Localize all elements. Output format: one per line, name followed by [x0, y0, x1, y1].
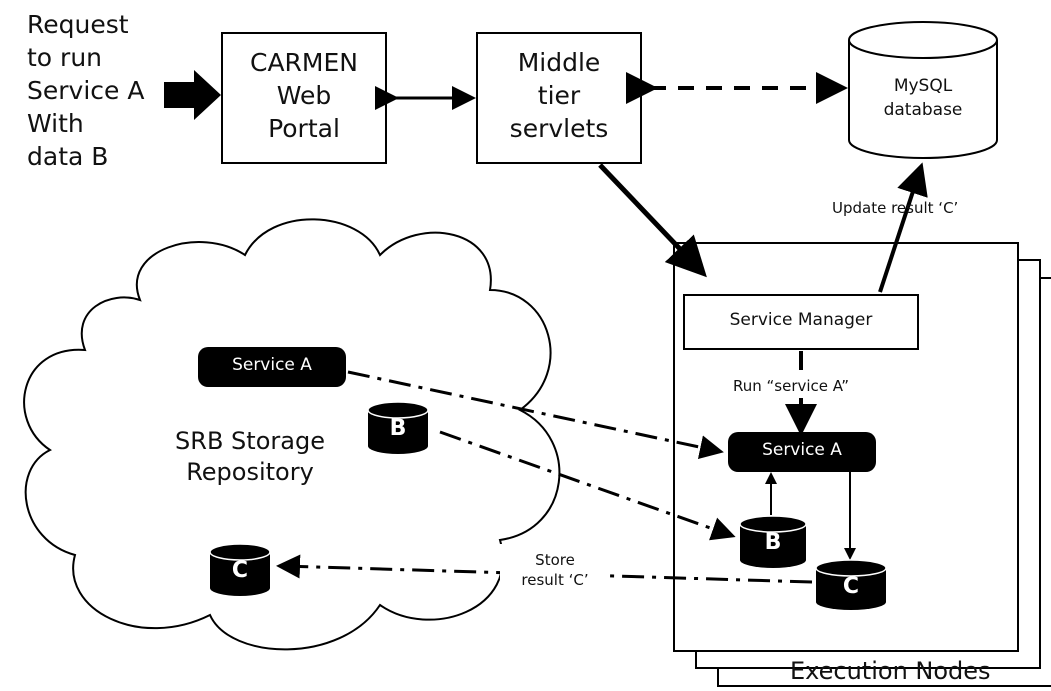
middle-tier-line: servlets	[509, 114, 609, 143]
update-result-label: Update result ‘C’	[832, 199, 959, 217]
srb-cloud	[23, 218, 561, 651]
database-line: database	[883, 100, 963, 120]
store-line: Store	[535, 551, 575, 569]
service-manager-label: Service Manager	[729, 310, 873, 330]
database-line: MySQL	[893, 76, 953, 96]
repository-title: SRB Storage Repository	[150, 426, 350, 488]
node-service-a-pill	[728, 432, 876, 472]
update-result-arrow	[878, 162, 928, 293]
carmen-portal-box	[221, 32, 387, 164]
request-line: Request	[27, 10, 129, 39]
store-result-label: Store result ‘C’	[500, 550, 610, 590]
portal-line: CARMEN	[250, 48, 358, 77]
request-text: Request to run Service A With data B	[27, 8, 144, 173]
repo-service-a-pill	[198, 347, 346, 387]
store-label-bg	[500, 544, 610, 600]
node-b-cylinder	[739, 515, 807, 568]
copy-b-link	[439, 430, 736, 541]
repo-service-a-label: Service A	[232, 355, 312, 375]
execution-nodes-label: Execution Nodes	[790, 657, 991, 685]
node-c-cylinder	[815, 559, 887, 610]
request-line: to run	[27, 43, 103, 72]
middle-tier-label: Middle tier servlets	[477, 46, 641, 145]
middle-tier-line: Middle	[517, 48, 601, 77]
portal-line: Portal	[268, 114, 340, 143]
request-line: data B	[27, 142, 109, 171]
request-arrow	[164, 70, 221, 120]
database-label: MySQL database	[849, 74, 997, 122]
node-service-a-label: Service A	[762, 440, 842, 460]
node-b-label: B	[764, 530, 782, 555]
service-manager-box	[683, 294, 919, 350]
request-line: Service A	[27, 76, 145, 105]
portal-label: CARMEN Web Portal	[222, 46, 386, 145]
copy-service-link	[347, 370, 724, 459]
repo-c-label: C	[231, 558, 249, 583]
middle-to-manager-arrow	[598, 163, 707, 278]
request-line: With	[27, 109, 84, 138]
repo-b-cylinder	[367, 401, 429, 454]
repo-c-cylinder	[209, 543, 271, 596]
repository-line: Repository	[186, 458, 314, 486]
node-c-label: C	[842, 574, 860, 599]
repository-line: SRB Storage	[175, 427, 325, 455]
middle-tier-line: tier	[537, 81, 581, 110]
store-line: result ‘C’	[521, 571, 589, 589]
mysql-cylinder	[848, 21, 998, 159]
run-service-label: Run “service A”	[733, 377, 849, 395]
repo-b-label: B	[389, 416, 407, 441]
portal-line: Web	[276, 81, 332, 110]
